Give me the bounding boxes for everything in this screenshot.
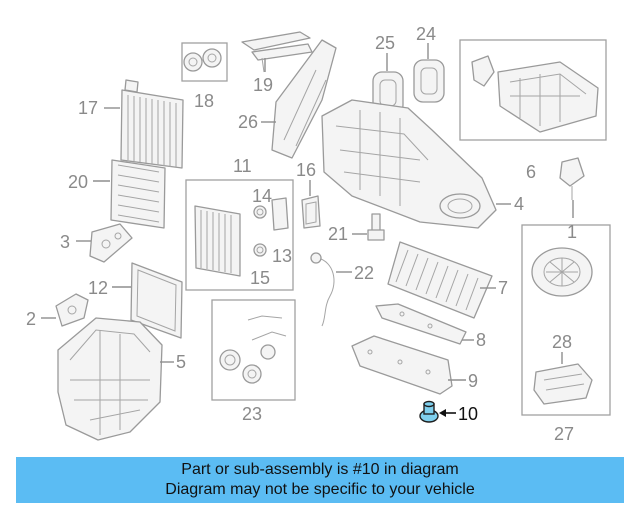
seal-strip-8[interactable]	[375, 303, 467, 345]
label-16: 16	[296, 160, 316, 180]
label-6: 6	[526, 162, 536, 182]
hvac-housing-4[interactable]	[321, 99, 497, 229]
evaporator-11[interactable]	[194, 205, 241, 277]
mount-10-highlighted[interactable]	[419, 400, 439, 423]
duct-26[interactable]	[271, 39, 337, 159]
heater-core-17[interactable]	[120, 79, 184, 169]
filter-frame-12[interactable]	[130, 262, 183, 339]
heater-core-20[interactable]	[110, 159, 166, 229]
label-21: 21	[328, 224, 348, 244]
bracket-2[interactable]	[55, 293, 89, 327]
banner-line-2: Diagram may not be specific to your vehi…	[165, 481, 475, 498]
banner-line-1: Part or sub-assembly is #10 in diagram	[181, 461, 459, 478]
group-box-27	[521, 224, 611, 416]
label-22: 22	[354, 263, 374, 283]
group-box-18	[181, 42, 228, 82]
label-15: 15	[250, 268, 270, 288]
label-25: 25	[375, 33, 395, 53]
part-info-banner: Part or sub-assembly is #10 in diagram D…	[16, 457, 624, 503]
blower-housing-6[interactable]	[471, 55, 599, 133]
o-ring-14[interactable]	[253, 205, 267, 219]
heater-pipes-19[interactable]	[241, 31, 313, 73]
bolt-21[interactable]	[367, 213, 385, 241]
label-8: 8	[476, 330, 486, 350]
label-14: 14	[252, 186, 272, 206]
label-23: 23	[242, 404, 262, 424]
label-1: 1	[567, 222, 577, 242]
gasket-9[interactable]	[351, 335, 453, 395]
label-10: 10	[458, 404, 478, 424]
cabin-filter-7[interactable]	[387, 241, 493, 319]
label-27: 27	[554, 424, 574, 444]
label-2: 2	[26, 309, 36, 329]
label-12: 12	[88, 278, 108, 298]
label-9: 9	[468, 371, 478, 391]
clip-16[interactable]	[301, 195, 321, 229]
label-5: 5	[176, 352, 186, 372]
label-26: 26	[238, 112, 258, 132]
pipe-seals-23[interactable]	[219, 315, 287, 384]
label-20: 20	[68, 172, 88, 192]
label-24: 24	[416, 24, 436, 44]
label-13: 13	[272, 246, 292, 266]
blower-motor-27[interactable]	[531, 247, 593, 297]
group-box-6	[459, 39, 607, 141]
actuator-3[interactable]	[89, 223, 133, 263]
label-28: 28	[552, 332, 572, 352]
resistor-28[interactable]	[533, 363, 593, 405]
parts-diagram: 17 20 3 12 2 5 18	[26, 24, 611, 444]
sensor-1[interactable]	[559, 157, 585, 200]
label-19: 19	[253, 75, 273, 95]
label-11: 11	[233, 156, 252, 176]
grommets-18[interactable]	[183, 48, 222, 72]
leader-10-arrowhead	[439, 409, 446, 417]
group-box-11	[185, 179, 294, 291]
label-17: 17	[78, 98, 98, 118]
label-18: 18	[194, 91, 214, 111]
seal-24[interactable]	[413, 59, 445, 103]
label-7: 7	[498, 278, 508, 298]
label-4: 4	[514, 194, 524, 214]
valve-13[interactable]	[271, 197, 289, 231]
group-box-23	[211, 299, 296, 401]
drain-hose-22[interactable]	[310, 252, 335, 327]
label-3: 3	[60, 232, 70, 252]
hvac-housing-lower-5[interactable]	[57, 317, 163, 441]
o-ring-15[interactable]	[253, 243, 267, 257]
